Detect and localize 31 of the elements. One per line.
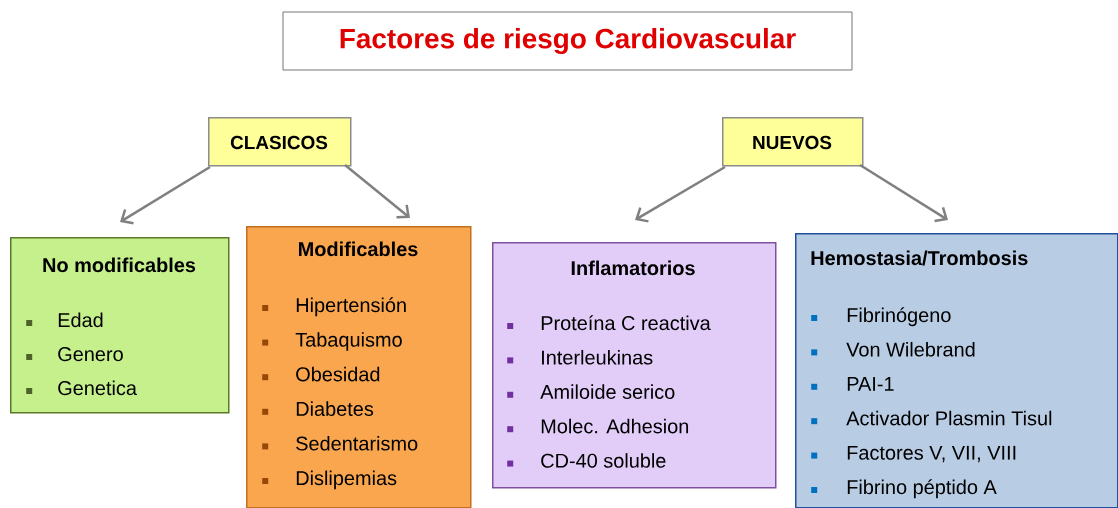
arrow xyxy=(635,165,726,223)
list-item: Amiloide serico xyxy=(507,384,675,399)
title-box: Factores de riesgo Cardiovascular xyxy=(282,11,853,71)
list-item: Sedentarismo xyxy=(262,435,418,451)
list-item: Genetica xyxy=(26,380,137,396)
list-item: Interleukinas xyxy=(507,349,653,365)
list-item: Genero xyxy=(26,347,123,362)
arrow xyxy=(344,164,410,219)
category-label: CLASICOS xyxy=(230,135,328,150)
list-item: Fibrino péptido A xyxy=(811,479,997,499)
list-item: Activador Plasmin Tisul xyxy=(811,410,1052,426)
list-item: CD-40 soluble xyxy=(507,453,666,468)
box-heading: Inflamatorios xyxy=(571,260,695,276)
list-item: PAI-1 xyxy=(811,377,894,391)
list-item: Molec. Adhesion xyxy=(507,418,689,434)
list-item: Diabetes xyxy=(262,401,374,416)
list-item: Von Wilebrand xyxy=(811,341,975,357)
list-item: Fibrinógeno xyxy=(811,307,951,327)
list-item: Tabaquismo xyxy=(262,332,402,351)
box-heading: Modificables xyxy=(299,241,418,257)
list-item: Hipertensión xyxy=(262,297,406,317)
category-label: NUEVOS xyxy=(753,135,832,150)
box-heading: No modificables xyxy=(43,257,196,273)
arrow xyxy=(859,163,948,223)
list-item: Dislipemias xyxy=(262,470,397,490)
list-item: Factores V, VII, VIII xyxy=(811,445,1016,463)
box-heading: Hemostasia/Trombosis xyxy=(811,250,1028,266)
list-item: Edad xyxy=(26,312,103,328)
list-item: Proteína C reactiva xyxy=(507,315,711,331)
arrow xyxy=(120,165,211,225)
list-item: Obesidad xyxy=(262,366,380,382)
